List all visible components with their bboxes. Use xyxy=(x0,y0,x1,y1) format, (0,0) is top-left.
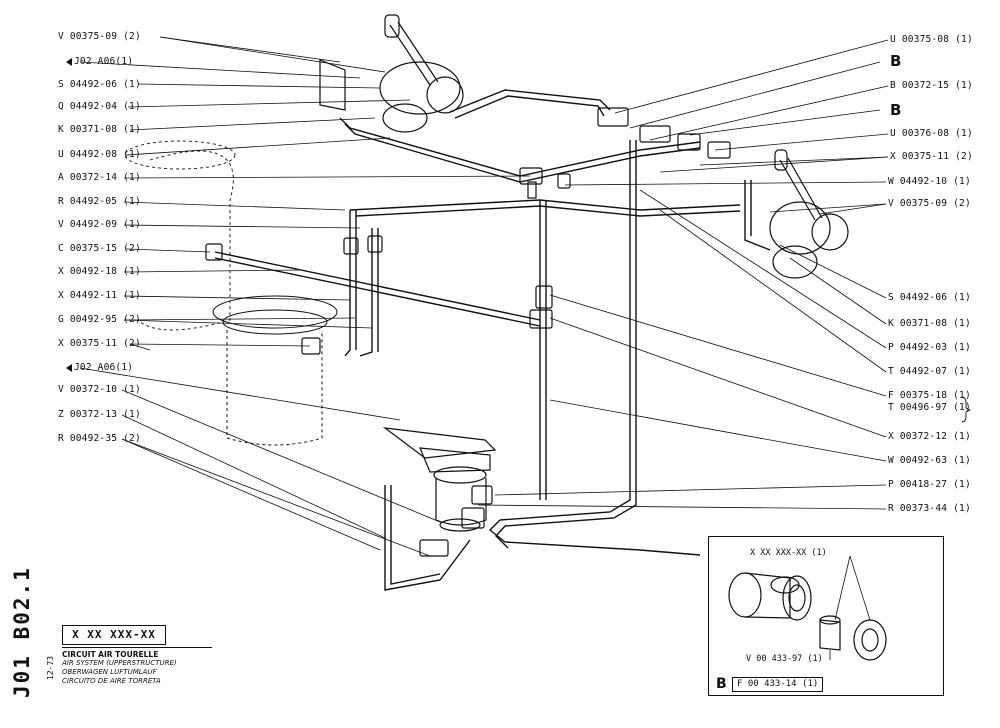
label-q0449204: Q 04492-04 (1) xyxy=(58,101,141,112)
label-z0037213: Z 00372-13 (1) xyxy=(58,409,141,420)
label-r0049235: R 00492-35 (2) xyxy=(58,433,141,444)
label-f0037518: F 00375-18 (1) xyxy=(888,390,971,401)
label-j02-a06-bottom: J02 A06(1) xyxy=(74,362,134,373)
label-v0449209: V 04492-09 (1) xyxy=(58,219,141,230)
label-x0049218: X 00492-18 (1) xyxy=(58,266,141,277)
label-c0037515: C 00375-15 (2) xyxy=(58,243,141,254)
label-t0049697: T 00496-97 (1) xyxy=(888,402,971,413)
marker-b-top: B xyxy=(890,52,902,70)
air-tank xyxy=(124,140,236,331)
label-r0449205: R 04492-05 (1) xyxy=(58,196,141,207)
inset-top-label: X XX XXX-XX (1) xyxy=(750,548,827,558)
label-w0049263: W 00492-63 (1) xyxy=(888,455,971,466)
upper-left-valve xyxy=(319,14,464,133)
title-line-fr: CIRCUIT AIR TOURELLE xyxy=(62,650,159,659)
inset-lower-label: V 00 433-97 (1) xyxy=(746,654,823,664)
label-g0049295: G 00492-95 (2) xyxy=(58,314,141,325)
label-v0037509-right: V 00375-09 (2) xyxy=(888,198,971,209)
right-valve xyxy=(769,149,849,279)
label-k0037108-right: K 00371-08 (1) xyxy=(888,318,971,329)
title-line-es: CIRCUITO DE AIRE TORRETA xyxy=(62,677,161,685)
label-x0037212: X 00372-12 (1) xyxy=(888,431,971,442)
label-x0449211: X 04492-11 (1) xyxy=(58,290,141,301)
inset-fittings xyxy=(728,555,887,661)
right-leader-lines xyxy=(477,39,889,510)
date-code: 12-73 xyxy=(44,640,58,700)
inset-marker-b: B xyxy=(716,676,727,692)
marker-b-second: B xyxy=(890,101,902,119)
label-x0037511: X 00375-11 (2) xyxy=(58,338,141,349)
label-w0449210: W 04492-10 (1) xyxy=(888,176,971,187)
label-r0037344: R 00373-44 (1) xyxy=(888,503,971,514)
sheet-code: J01 B02.1 xyxy=(6,566,46,700)
label-j02-a06-top: J02 A06(1) xyxy=(74,56,134,67)
label-a0037214: A 00372-14 (1) xyxy=(58,172,141,183)
left-leader-lines xyxy=(79,36,531,557)
label-s0449206-right: S 04492-06 (1) xyxy=(888,292,971,303)
triangle-markers xyxy=(66,58,72,372)
label-b0037215: B 00372-15 (1) xyxy=(890,80,973,91)
label-p0041827: P 00418-27 (1) xyxy=(888,479,971,490)
label-x0037511-right: X 00375-11 (2) xyxy=(890,151,973,162)
bracket-brace xyxy=(961,396,972,423)
label-p0449203: P 04492-03 (1) xyxy=(888,342,971,353)
title-block: CIRCUIT AIR TOURELLE AIR SYSTEM (UPPERST… xyxy=(62,647,212,686)
label-s0449206: S 04492-06 (1) xyxy=(58,79,141,90)
title-line-de: OBERWAGEN LUFTUMLAUF xyxy=(62,668,157,676)
label-v0037210: V 00372-10 (1) xyxy=(58,384,141,395)
label-t0449207: T 04492-07 (1) xyxy=(888,366,971,377)
detail-inset-b xyxy=(708,536,944,696)
reservoir-cylinder xyxy=(212,295,338,446)
label-v0037509: V 00375-09 (2) xyxy=(58,31,141,42)
label-u0037608: U 00376-08 (1) xyxy=(890,128,973,139)
inset-reference: F 00 433-14 (1) xyxy=(732,677,824,692)
pedal-valve xyxy=(382,427,497,532)
label-u0449208: U 04492-08 (1) xyxy=(58,149,141,160)
date-code-text: 12-73 xyxy=(46,655,55,680)
part-number-box: X XX XXX-XX xyxy=(62,625,166,645)
sheet-code-text: J01 B02.1 xyxy=(10,566,34,698)
label-u0037508: U 00375-08 (1) xyxy=(890,34,973,45)
title-line-en: AIR SYSTEM (UPPERSTRUCTURE) xyxy=(62,659,177,667)
fittings xyxy=(205,107,731,557)
label-k0037108: K 00371-08 (1) xyxy=(58,124,141,135)
